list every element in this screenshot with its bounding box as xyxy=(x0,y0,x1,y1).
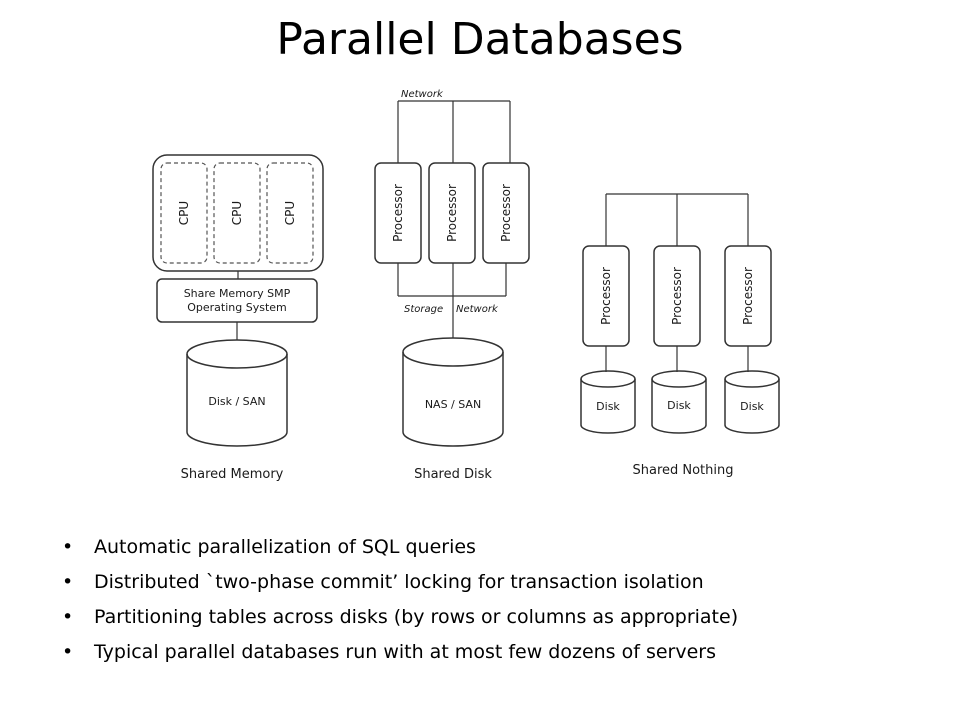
cpu-1: CPU xyxy=(160,162,208,264)
smp-os-line1: Share Memory SMP xyxy=(184,287,291,300)
sn-processor-3-label: Processor xyxy=(741,267,755,325)
sn-disk-1: Disk xyxy=(580,370,636,434)
bullet-item: • Partitioning tables across disks (by ro… xyxy=(62,602,738,637)
shared-nothing-caption: Shared Nothing xyxy=(632,463,733,478)
processor-2-label: Processor xyxy=(445,184,459,242)
processor-box-2: Processor xyxy=(428,162,476,264)
nas-san-cylinder: NAS / SAN xyxy=(402,337,504,447)
bullet-item: • Typical parallel databases run with at … xyxy=(62,637,738,672)
storage-network-label: Network xyxy=(456,304,499,315)
bullet-dot-icon: • xyxy=(62,571,74,593)
bullet-text: Distributed `two-phase commit’ locking f… xyxy=(94,571,704,593)
nas-san-label: NAS / SAN xyxy=(425,398,481,411)
sn-disk-1-label: Disk xyxy=(596,400,620,413)
bullet-item: • Distributed `two-phase commit’ locking … xyxy=(62,567,738,602)
sn-disk-3: Disk xyxy=(724,370,780,434)
bullet-list: • Automatic parallelization of SQL querie… xyxy=(62,532,738,672)
cpu-3: CPU xyxy=(266,162,314,264)
bullet-dot-icon: • xyxy=(62,641,74,663)
bullet-text: Automatic parallelization of SQL queries xyxy=(94,536,476,558)
sn-processor-2-label: Processor xyxy=(670,267,684,325)
disk-san-label: Disk / SAN xyxy=(208,395,265,408)
processor-1-label: Processor xyxy=(391,184,405,242)
processor-3-label: Processor xyxy=(499,184,513,242)
processor-box-3: Processor xyxy=(482,162,530,264)
cpu-2: CPU xyxy=(213,162,261,264)
sn-disk-2: Disk xyxy=(651,370,707,434)
shared-memory-caption: Shared Memory xyxy=(181,467,284,482)
sn-processor-box-2: Processor xyxy=(653,245,701,347)
cpu-3-label: CPU xyxy=(283,201,297,225)
smp-os-line2: Operating System xyxy=(187,301,287,314)
sn-processor-box-1: Processor xyxy=(582,245,630,347)
smp-os-box: Share Memory SMP Operating System xyxy=(156,278,318,323)
bullet-dot-icon: • xyxy=(62,606,74,628)
sn-processor-1-label: Processor xyxy=(599,267,613,325)
shared-memory-architecture: CPU CPU CPU Share Memory SMP Operating S… xyxy=(152,154,324,482)
shared-disk-architecture: Network Processor Processor Processor St… xyxy=(374,89,530,482)
shared-disk-caption: Shared Disk xyxy=(414,467,492,482)
bullet-item: • Automatic parallelization of SQL querie… xyxy=(62,532,738,567)
shared-nothing-architecture: Processor Processor Processor Disk Disk … xyxy=(580,193,780,478)
sn-disk-2-label: Disk xyxy=(667,399,691,412)
cpu-1-label: CPU xyxy=(177,201,191,225)
bullet-text: Typical parallel databases run with at m… xyxy=(94,641,717,663)
slide-title: Parallel Databases xyxy=(276,14,684,65)
processor-box-1: Processor xyxy=(374,162,422,264)
network-label: Network xyxy=(401,89,444,100)
sn-processor-box-3: Processor xyxy=(724,245,772,347)
disk-san-cylinder: Disk / SAN xyxy=(186,339,288,447)
bullet-dot-icon: • xyxy=(62,536,74,558)
sn-disk-3-label: Disk xyxy=(740,400,764,413)
bullet-text: Partitioning tables across disks (by row… xyxy=(94,606,739,628)
cpu-2-label: CPU xyxy=(230,201,244,225)
storage-label: Storage xyxy=(404,304,443,315)
